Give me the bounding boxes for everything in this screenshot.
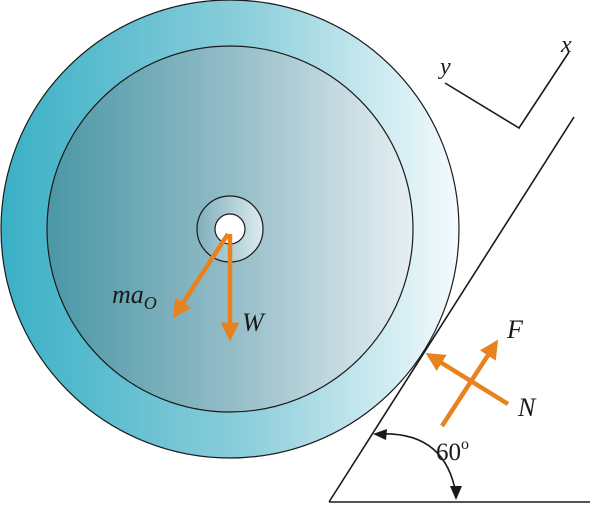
angle-arc (376, 433, 457, 495)
normal-force-label: N (517, 393, 537, 422)
x-axis-label: x (560, 32, 572, 58)
inertial-force-label: maO (112, 280, 157, 313)
axes-lines (444, 51, 570, 130)
normal-force-arrow (425, 353, 510, 406)
inertial-force-arrow (172, 232, 230, 319)
incline-angle-label: 60o (436, 436, 469, 466)
angle-arc-head-top (373, 429, 387, 440)
coordinate-axes: x y (438, 32, 572, 130)
y-axis-label: y (438, 54, 451, 80)
incline-surface (328, 116, 575, 503)
friction-force-arrow (440, 339, 499, 428)
weight-label: W (242, 308, 266, 337)
friction-force-label: F (506, 315, 524, 344)
angle-arc-head-bottom (450, 486, 462, 500)
incline-angle: 60o (373, 429, 469, 500)
